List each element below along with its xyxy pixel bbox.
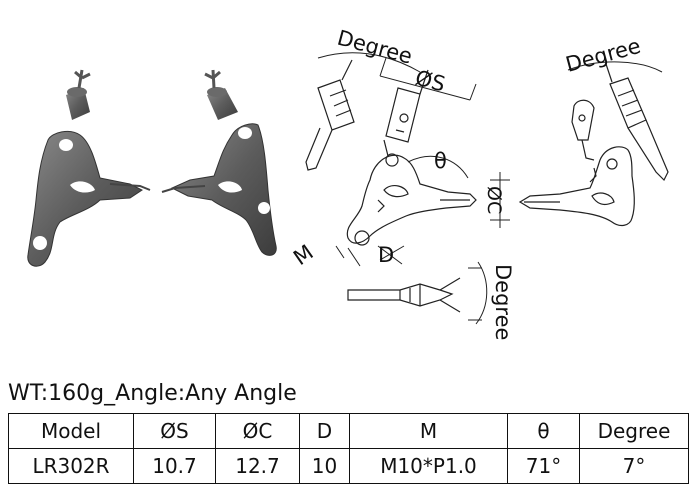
label-phi-c: ØC [483, 186, 505, 214]
header-phi-c: ØC [215, 413, 300, 449]
label-degree-top-left: Degree [335, 26, 415, 69]
label-degree-bottom: Degree [491, 264, 515, 340]
label-d: D [378, 243, 394, 267]
drawing-bolt-top-middle [383, 69, 429, 157]
drawing-hanger-main [346, 153, 477, 246]
cell-d: 10 [299, 448, 350, 484]
drawing-bolt-bottom [347, 277, 461, 313]
bolt-right [204, 69, 238, 120]
cell-phi-s: 10.7 [133, 448, 216, 484]
cell-model: LR302R [8, 448, 134, 484]
label-degree-top-right: Degree [563, 34, 643, 77]
drawing-hook-top-right [571, 99, 595, 161]
header-d: D [299, 413, 350, 449]
table-row: LR302R 10.7 12.7 10 M10*P1.0 71° 7° [8, 448, 689, 484]
drawing-bolt-top-left [305, 59, 355, 171]
photo-hanger-right [161, 69, 277, 256]
header-phi-s: ØS [133, 413, 216, 449]
label-m: M [289, 240, 318, 270]
bolt-left [66, 69, 91, 120]
weight-angle-summary: WT:160g_Angle:Any Angle [8, 381, 297, 406]
photo-hanger-left [27, 69, 151, 267]
header-model: Model [8, 413, 134, 449]
header-m: M [349, 413, 508, 449]
cell-theta: 71° [507, 448, 580, 484]
drawing-hanger-right [518, 146, 635, 227]
header-theta: θ [507, 413, 580, 449]
table-header-row: Model ØS ØC D M θ Degree [8, 413, 689, 449]
drawing-bolt-right [605, 63, 669, 182]
cell-m: M10*P1.0 [349, 448, 508, 484]
cell-phi-c: 12.7 [215, 448, 300, 484]
label-phi-s: ØS [413, 66, 448, 97]
label-theta: θ [434, 149, 447, 173]
product-drawing: Degree ØS Degree θ ØC M D Degree [27, 26, 669, 340]
technical-drawing [305, 52, 669, 325]
spec-table: Model ØS ØC D M θ Degree LR302R 10.7 12.… [8, 413, 689, 484]
header-degree: Degree [579, 413, 689, 449]
dimension-lines [317, 52, 663, 325]
cell-degree: 7° [579, 448, 689, 484]
